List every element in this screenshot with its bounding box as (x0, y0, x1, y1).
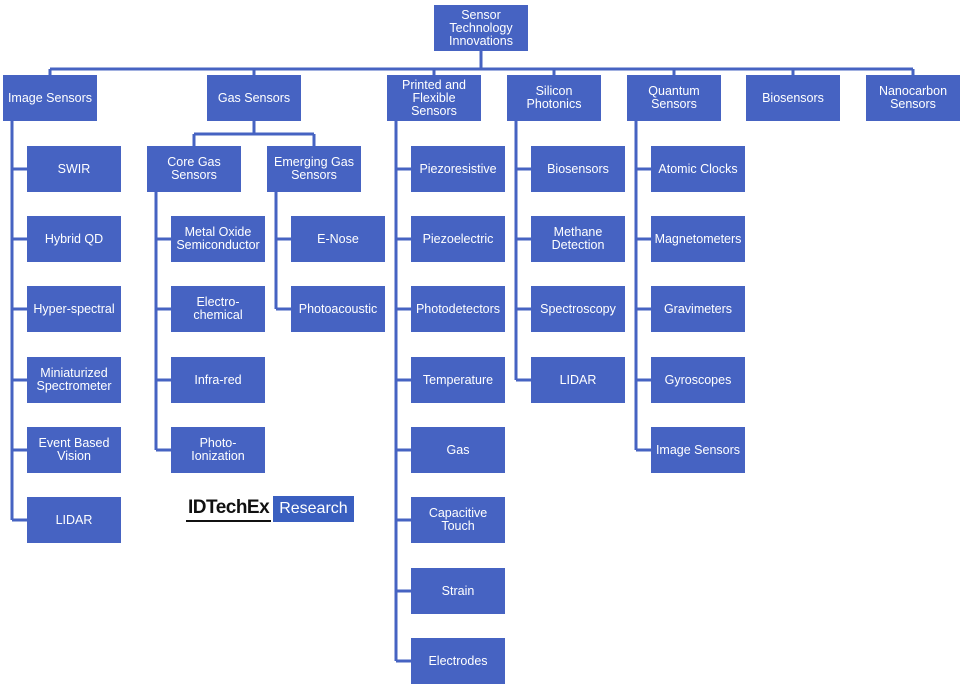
leaf-core-gas-sensors-electro-chemical: Electro-chemical (171, 286, 265, 332)
leaf-image-sensors-hyper-spectral: Hyper-spectral (27, 286, 121, 332)
leaf-printed-and-flexible-sensors-piezoelectric: Piezoelectric (411, 216, 505, 262)
leaf-printed-and-flexible-sensors-strain: Strain (411, 568, 505, 614)
category-nanocarbon-sensors: Nanocarbon Sensors (866, 75, 960, 121)
leaf-image-sensors-swir: SWIR (27, 146, 121, 192)
category-image-sensors: Image Sensors (3, 75, 97, 121)
leaf-quantum-sensors-atomic-clocks: Atomic Clocks (651, 146, 745, 192)
leaf-silicon-photonics-biosensors: Biosensors (531, 146, 625, 192)
leaf-image-sensors-event-based-vision: Event Based Vision (27, 427, 121, 473)
leaf-quantum-sensors-gravimeters: Gravimeters (651, 286, 745, 332)
leaf-printed-and-flexible-sensors-capacitive-touch: Capacitive Touch (411, 497, 505, 543)
leaf-silicon-photonics-lidar: LIDAR (531, 357, 625, 403)
logo-tag: Research (273, 496, 354, 522)
group-emerging-gas-sensors: Emerging Gas Sensors (267, 146, 361, 192)
leaf-image-sensors-miniaturized-spectrometer: Miniaturized Spectrometer (27, 357, 121, 403)
category-printed-and-flexible-sensors: Printed and Flexible Sensors (387, 75, 481, 121)
leaf-quantum-sensors-gyroscopes: Gyroscopes (651, 357, 745, 403)
leaf-quantum-sensors-image-sensors: Image Sensors (651, 427, 745, 473)
root-node: Sensor Technology Innovations (434, 5, 528, 51)
leaf-printed-and-flexible-sensors-temperature: Temperature (411, 357, 505, 403)
leaf-printed-and-flexible-sensors-gas: Gas (411, 427, 505, 473)
leaf-silicon-photonics-methane-detection: Methane Detection (531, 216, 625, 262)
group-core-gas-sensors: Core Gas Sensors (147, 146, 241, 192)
leaf-printed-and-flexible-sensors-piezoresistive: Piezoresistive (411, 146, 505, 192)
leaf-core-gas-sensors-metal-oxide-semiconductor: Metal Oxide Semiconductor (171, 216, 265, 262)
leaf-emerging-gas-sensors-e-nose: E-Nose (291, 216, 385, 262)
category-quantum-sensors: Quantum Sensors (627, 75, 721, 121)
leaf-core-gas-sensors-photo-ionization: Photo-Ionization (171, 427, 265, 473)
category-silicon-photonics: Silicon Photonics (507, 75, 601, 121)
leaf-core-gas-sensors-infra-red: Infra-red (171, 357, 265, 403)
leaf-printed-and-flexible-sensors-electrodes: Electrodes (411, 638, 505, 684)
idtechex-logo: IDTechEx Research (186, 496, 354, 522)
logo-brand: IDTechEx (186, 496, 272, 522)
leaf-image-sensors-hybrid-qd: Hybrid QD (27, 216, 121, 262)
leaf-emerging-gas-sensors-photoacoustic: Photoacoustic (291, 286, 385, 332)
category-biosensors: Biosensors (746, 75, 840, 121)
leaf-image-sensors-lidar: LIDAR (27, 497, 121, 543)
leaf-printed-and-flexible-sensors-photodetectors: Photodetectors (411, 286, 505, 332)
category-gas-sensors: Gas Sensors (207, 75, 301, 121)
leaf-silicon-photonics-spectroscopy: Spectroscopy (531, 286, 625, 332)
leaf-quantum-sensors-magnetometers: Magnetometers (651, 216, 745, 262)
